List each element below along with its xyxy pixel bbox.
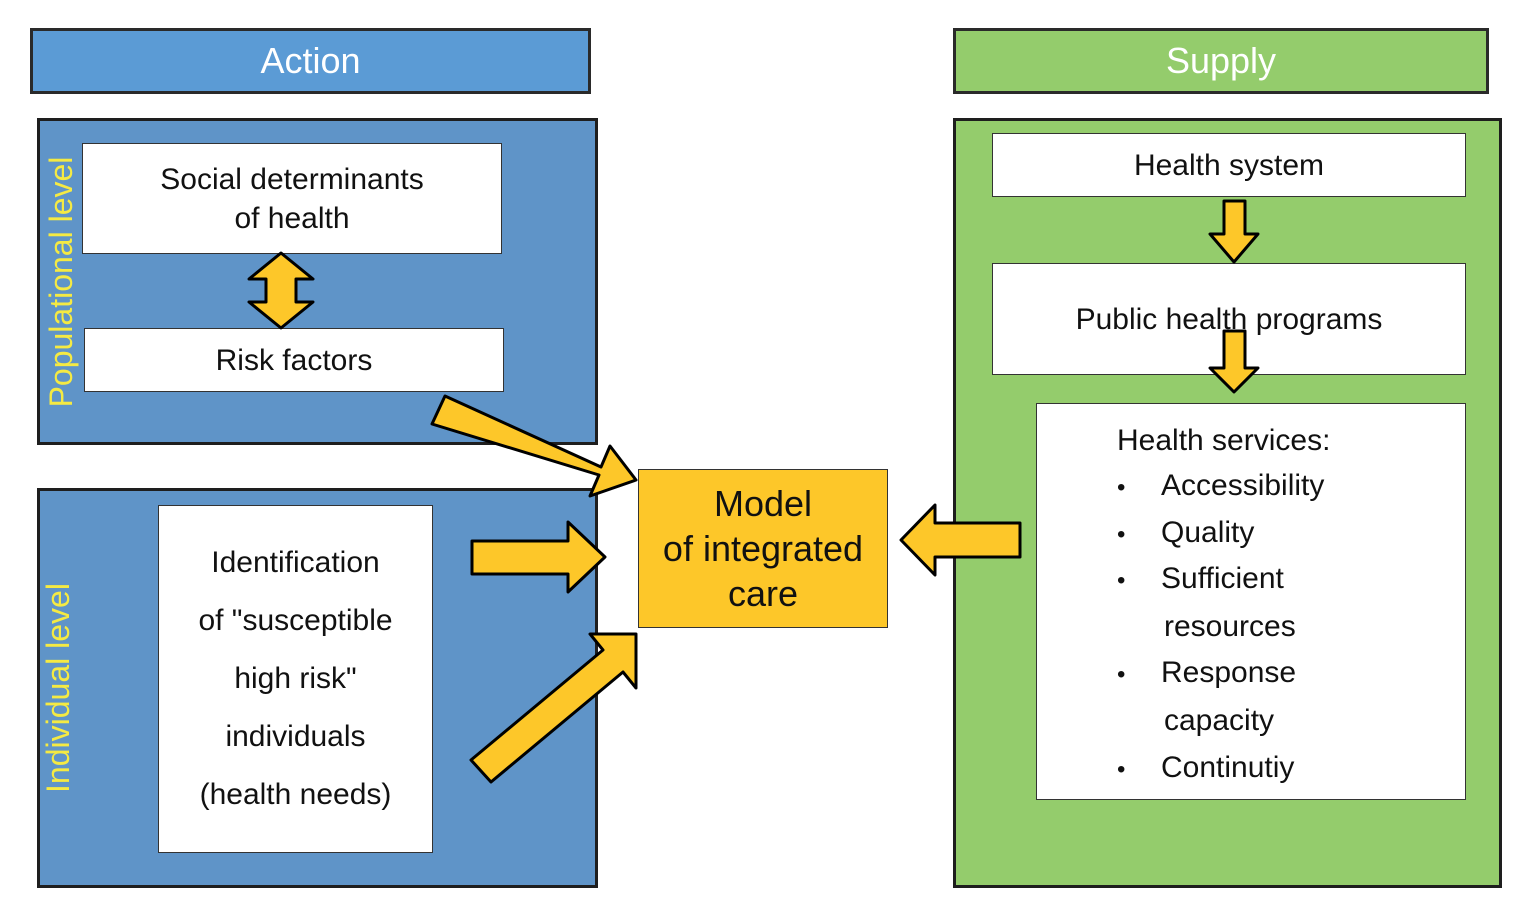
service-accessibility: Accessibility	[1161, 469, 1325, 502]
identification-box: Identification of "susceptible high risk…	[158, 505, 433, 853]
identification-line-3: high risk"	[234, 662, 357, 695]
social-determinants-line2: of health	[234, 201, 350, 235]
risk-factors-label: Risk factors	[215, 343, 373, 377]
social-determinants-box: Social determinants of health	[82, 143, 502, 254]
health-services-title: Health services:	[1117, 424, 1331, 457]
service-resources: resources	[1164, 610, 1296, 643]
identification-line-4: individuals	[225, 720, 366, 753]
health-services-box: Health services: • Accessibility • Quali…	[1036, 403, 1466, 800]
bullet-2: •	[1117, 521, 1126, 548]
integrated-care-line3: care	[727, 573, 799, 614]
integrated-care-line2: of integrated	[662, 528, 864, 569]
health-system-box: Health system	[992, 133, 1466, 197]
integrated-care-box: Model of integrated care	[638, 469, 888, 628]
action-header-label: Action	[260, 40, 361, 81]
public-health-programs-box: Public health programs	[992, 263, 1466, 375]
service-continuity: Continutiy	[1161, 751, 1295, 784]
public-health-programs-label: Public health programs	[1075, 302, 1383, 336]
bullet-4: •	[1117, 661, 1126, 688]
bullet-3: •	[1117, 567, 1126, 594]
bullet-1: •	[1117, 474, 1126, 501]
identification-line-2: of "susceptible	[198, 604, 393, 637]
risk-factors-box: Risk factors	[84, 328, 504, 392]
identification-line-1: Identification	[211, 546, 380, 579]
supply-header-label: Supply	[1165, 40, 1277, 81]
identification-line-5: (health needs)	[199, 778, 392, 811]
service-sufficient: Sufficient	[1161, 562, 1284, 595]
service-capacity: capacity	[1164, 704, 1275, 737]
social-determinants-line1: Social determinants	[160, 162, 424, 196]
service-response: Response	[1161, 656, 1297, 689]
individual-level-label: Individual level	[40, 583, 76, 793]
supply-header: Supply	[953, 28, 1489, 94]
health-system-label: Health system	[1133, 148, 1325, 182]
action-header: Action	[30, 28, 591, 94]
service-quality: Quality	[1161, 516, 1255, 549]
bullet-5: •	[1117, 756, 1126, 783]
integrated-care-line1: Model	[713, 483, 813, 524]
populational-level-label: Populational level	[43, 156, 79, 408]
